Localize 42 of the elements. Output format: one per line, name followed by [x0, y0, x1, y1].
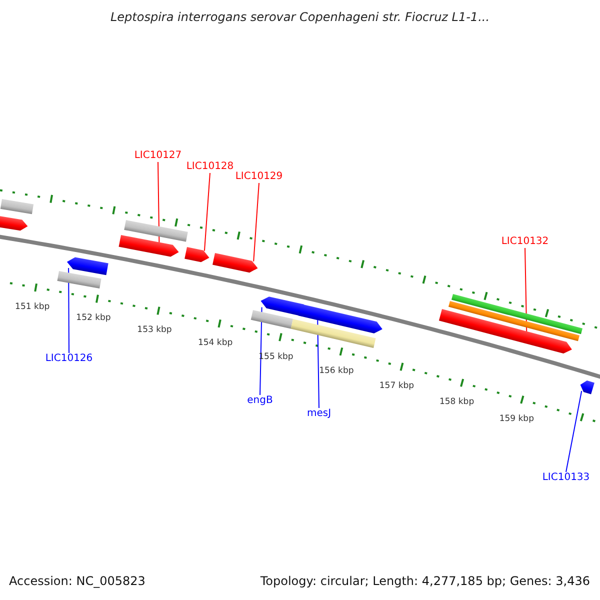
feature-bar	[57, 271, 102, 289]
gene-block	[298, 304, 384, 336]
feature-bar	[250, 310, 293, 330]
scale-label: 153 kbp	[137, 325, 172, 336]
scale-label: 156 kbp	[319, 366, 354, 376]
gene-block	[118, 234, 180, 258]
leader-line	[253, 182, 260, 262]
leader-line	[566, 390, 582, 472]
feature-bar	[448, 300, 580, 341]
map-title: Leptospira interrogans serovar Copenhageni str. Fiocruz L1-1...	[109, 10, 491, 24]
gene-label: LIC10133	[542, 472, 590, 484]
gene-label: LIC10128	[186, 161, 234, 173]
feature-bar	[0, 198, 34, 214]
leader-line	[260, 306, 262, 396]
scale-label: 152 kbp	[76, 313, 111, 324]
feature-bar	[451, 294, 582, 335]
gene-block	[66, 256, 108, 275]
gene-label: LIC10127	[134, 150, 182, 162]
feature-bar	[124, 220, 188, 242]
gene-label: LIC10129	[235, 171, 283, 183]
scale-label: 157 kbp	[379, 381, 414, 392]
gene-block	[212, 253, 260, 274]
leader-line	[524, 248, 528, 333]
leader-line	[204, 172, 210, 252]
accession-text: Accession: NC_005823	[9, 574, 146, 588]
gene-block	[438, 308, 574, 356]
gene-label: mesJ	[306, 408, 332, 420]
gene-label: LIC10132	[501, 236, 549, 248]
gene-block	[578, 378, 595, 394]
feature-bar	[0, 216, 30, 232]
leader-line	[68, 268, 70, 354]
gene-block	[184, 247, 210, 264]
leader-line	[317, 320, 320, 408]
gene-label: engB	[247, 395, 273, 407]
scale-label: 151 kbp	[15, 302, 50, 312]
genome-info-text: Topology: circular; Length: 4,277,185 bp; Genes: 3,436	[260, 574, 590, 588]
gene-label: LIC10126	[45, 353, 93, 365]
scale-label: 154 kbp	[198, 338, 233, 348]
scale-label: 158 kbp	[439, 397, 474, 408]
feature-bar	[290, 319, 376, 348]
scale-label: 159 kbp	[499, 414, 534, 424]
gene-block	[258, 294, 304, 316]
